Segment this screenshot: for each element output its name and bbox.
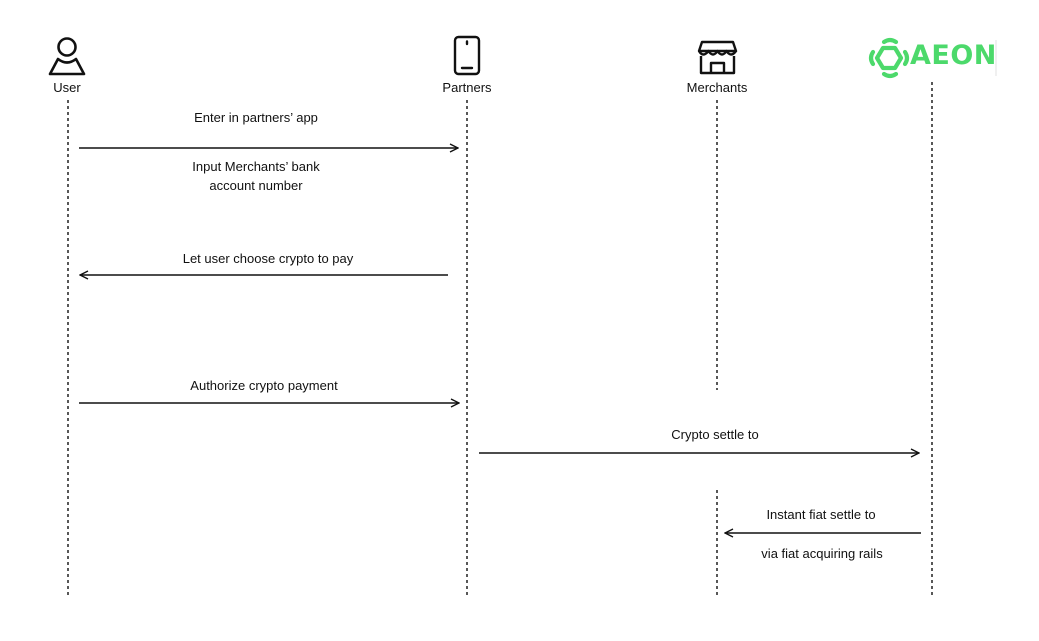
aeon-wordmark: AEON: [910, 40, 997, 71]
message-label-authorize: Authorize crypto payment: [190, 378, 338, 393]
message-label-fiat-settle: Instant fiat settle to: [766, 507, 876, 522]
storefront-icon: [697, 40, 738, 75]
message-label-choose-crypto: Let user choose crypto to pay: [182, 251, 354, 266]
actor-label-merchants: Merchants: [686, 80, 748, 95]
message-label-crypto-settle: Crypto settle to: [671, 427, 759, 442]
person-icon: [48, 37, 86, 76]
message-label-input-account: Input Merchants’ bank account number: [192, 159, 320, 193]
actor-label-partners: Partners: [442, 80, 492, 95]
aeon-logo-icon: [868, 37, 910, 79]
message-label-enter-app: Enter in partners’ app: [194, 110, 318, 125]
message-label-acquiring-rails: via fiat acquiring rails: [761, 546, 883, 561]
actor-label-user: User: [53, 80, 81, 95]
smartphone-icon: [453, 35, 481, 76]
